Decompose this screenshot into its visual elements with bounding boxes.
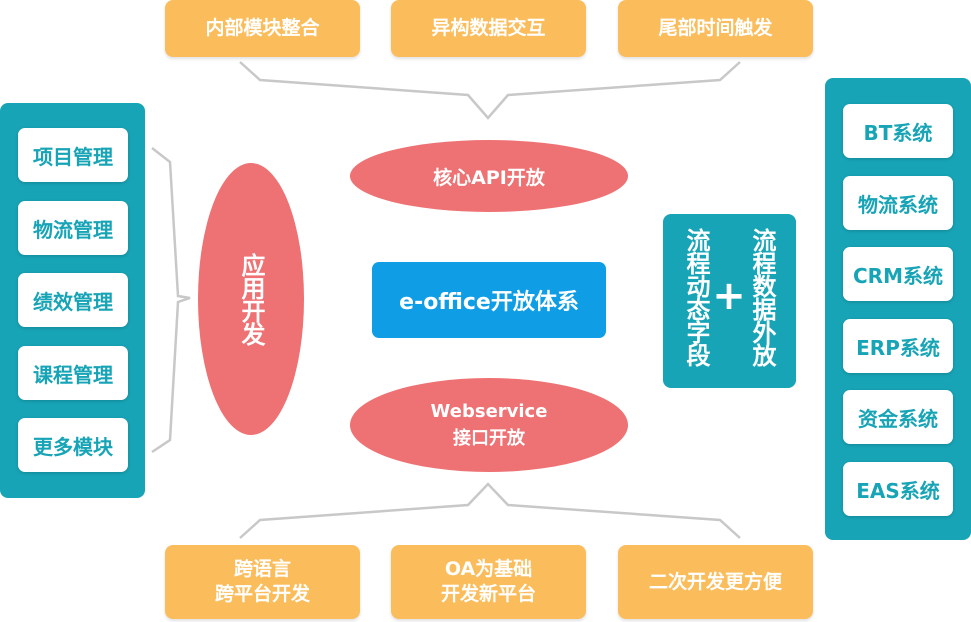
bottom-item-secondary-dev: 二次开发更方便 [618, 545, 813, 619]
ellipse-core-api: 核心API开放 [350, 140, 628, 212]
right-item-crm: CRM系统 [843, 247, 953, 301]
left-item-performance: 绩效管理 [18, 273, 128, 327]
top-item-module-integration: 内部模块整合 [165, 0, 360, 57]
ellipse-webservice: Webservice 接口开放 [350, 378, 628, 472]
ellipse-app-development: 应用开发 [198, 163, 304, 435]
bottom-brace [239, 482, 741, 539]
right-system-panel: BT系统 物流系统 CRM系统 ERP系统 资金系统 EAS系统 [825, 78, 971, 540]
left-item-course: 课程管理 [18, 346, 128, 400]
right-item-erp: ERP系统 [843, 319, 953, 373]
dynamic-field-label: 流程动态字段 [682, 228, 710, 366]
top-brace [239, 61, 741, 120]
right-item-eas: EAS系统 [843, 462, 953, 516]
left-item-project: 项目管理 [18, 128, 128, 182]
left-item-logistics: 物流管理 [18, 201, 128, 255]
left-module-panel: 项目管理 物流管理 绩效管理 课程管理 更多模块 [0, 103, 145, 498]
center-eoffice-open-system: e-office开放体系 [372, 262, 606, 338]
bottom-item-cross-platform: 跨语言 跨平台开发 [165, 545, 360, 619]
top-item-tail-trigger: 尾部时间触发 [618, 0, 813, 57]
data-open-label: 流程数据外放 [748, 228, 776, 366]
left-item-more: 更多模块 [18, 418, 128, 472]
bottom-item-oa-platform: OA为基础 开发新平台 [391, 545, 586, 619]
right-item-funds: 资金系统 [843, 390, 953, 444]
right-item-logistics: 物流系统 [843, 176, 953, 230]
right-item-bt: BT系统 [843, 104, 953, 158]
app-development-label: 应用开发 [237, 253, 265, 345]
dynamic-field-data-box: 流程动态字段 + 流程数据外放 [663, 214, 796, 388]
plus-sign: + [712, 273, 746, 319]
left-brace [151, 147, 191, 454]
top-item-heterogeneous-data: 异构数据交互 [391, 0, 586, 57]
